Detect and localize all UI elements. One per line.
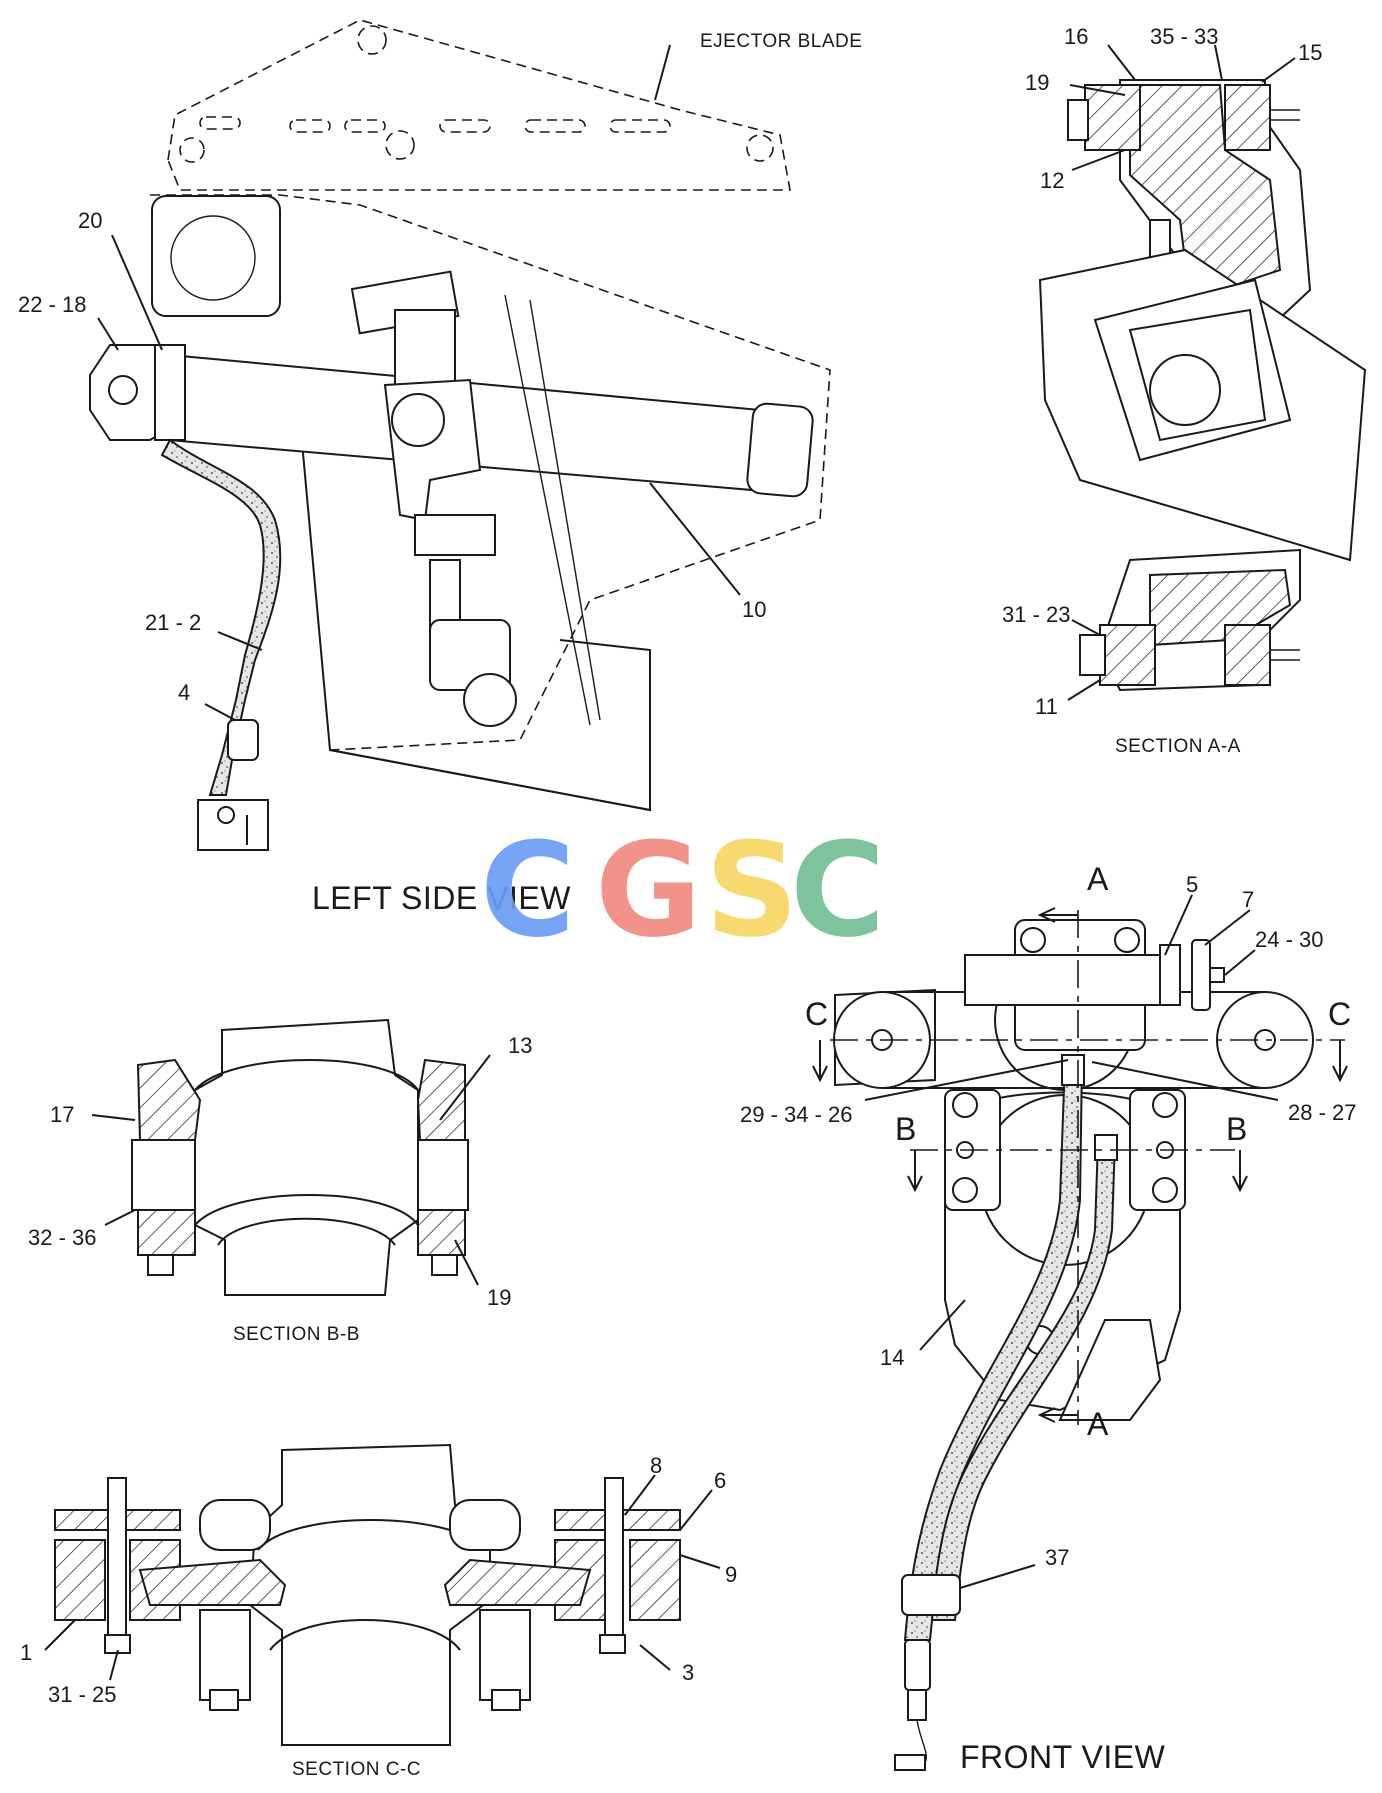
callout-6: 6 [714,1468,726,1493]
section-b-b: 13 17 32 - 36 19 SECTION B-B [28,1018,532,1345]
callout-37: 37 [1045,1545,1069,1570]
callout-32-36: 32 - 36 [28,1225,97,1250]
callout-22-18: 22 - 18 [18,292,87,317]
callout-8: 8 [650,1453,662,1478]
front-view: A A C C B B 5 7 24 - 30 29 - 34 - 26 28 … [740,861,1357,1775]
view-title-left-side: LEFT SIDE VIEW [312,880,571,916]
callout-10: 10 [742,597,766,622]
leader-9 [679,1554,721,1569]
section-arrow-b-left [907,1150,923,1193]
leader-16 [1107,44,1136,81]
callout-24-30: 24 - 30 [1255,927,1324,952]
frame-phantom [150,194,831,751]
section-mark-c-right: C [1328,996,1351,1032]
callout-19-section-b: 19 [487,1285,511,1310]
leader-10 [649,482,741,596]
section-mark-c-left: C [805,996,828,1032]
callout-19-section-a: 19 [1025,70,1049,95]
callout-17: 17 [50,1102,74,1127]
trunnion-assembly [350,270,601,727]
section-arrow-a-top [1037,907,1078,923]
view-title-section-b-b: SECTION B-B [233,1324,360,1345]
callout-14: 14 [880,1345,904,1370]
hose-clamp [227,719,259,761]
hose-bundle [160,438,282,796]
leader-ejector-blade [654,44,671,101]
hose-front-b [930,1139,1117,1621]
leader-5 [1164,894,1193,956]
callout-5: 5 [1186,872,1198,897]
leader-12 [1071,149,1126,171]
upper-block [151,195,281,317]
callout-31-25: 31 - 25 [48,1682,117,1707]
callout-12: 12 [1040,168,1064,193]
section-mark-a-bottom: A [1087,1406,1109,1442]
leader-3 [639,1644,671,1671]
leader-31-25 [109,1649,119,1681]
section-arrow-a-bottom [1037,1407,1078,1423]
ejector-blade-outline [167,19,791,191]
callout-16: 16 [1064,24,1088,49]
leader-28-27 [1091,1061,1279,1101]
watermark: C G S C [480,814,885,966]
section-arrow-c-left [812,1040,828,1083]
watermark-letter-4: C [790,814,885,966]
left-side-view: EJECTOR BLADE 20 22 - 18 21 - 2 4 10 LEF… [18,19,862,916]
view-title-front: FRONT VIEW [960,1739,1166,1775]
watermark-letter-3: S [705,814,799,966]
callout-7: 7 [1242,887,1254,912]
label-ejector-blade: EJECTOR BLADE [700,31,862,52]
section-c-c: 8 6 9 1 31 - 25 3 SECTION C-C [20,1443,737,1780]
leader-8 [624,1474,656,1516]
callout-15: 15 [1298,40,1322,65]
view-title-section-c-c: SECTION C-C [292,1759,421,1780]
callout-35-33: 35 - 33 [1150,24,1219,49]
section-mark-a-top: A [1087,861,1109,897]
callout-20: 20 [78,208,102,233]
callout-29-34-26: 29 - 34 - 26 [740,1102,853,1127]
callout-1: 1 [20,1640,32,1665]
frame-body [299,419,651,812]
callout-13: 13 [508,1033,532,1058]
leader-7 [1204,909,1251,946]
leader-20 [111,234,163,351]
section-mark-b-left: B [895,1111,916,1147]
leader-31-23 [1071,619,1101,636]
view-title-section-a-a: SECTION A-A [1115,736,1241,757]
leader-13 [439,1054,491,1121]
leader-6 [679,1489,713,1531]
callout-31-23: 31 - 23 [1002,602,1071,627]
hose-fitting [197,799,269,851]
leader-35-33 [1214,44,1223,81]
leader-32-36 [104,1209,136,1226]
callout-11: 11 [1035,694,1058,719]
leader-24-30 [1224,949,1256,976]
leader-17 [91,1114,136,1121]
callout-3: 3 [682,1660,694,1685]
section-arrow-b-right [1232,1150,1248,1193]
section-a-a: 16 35 - 33 15 19 12 31 - 23 11 SECTION A… [1002,24,1367,757]
watermark-letter-1: C [480,814,575,966]
leader-1 [44,1619,76,1651]
callout-28-27: 28 - 27 [1288,1100,1357,1125]
leader-19a [1069,84,1126,96]
callout-21-2: 21 - 2 [145,610,201,635]
leader-37 [959,1564,1036,1589]
hose-clamp-37 [901,1574,961,1616]
callout-4: 4 [178,680,190,705]
leader-22-18 [97,317,119,351]
leader-29-34-26 [864,1059,1069,1101]
leader-19b [454,1239,479,1286]
leader-21-2 [217,631,263,651]
callout-9: 9 [725,1562,737,1587]
leader-11 [1067,679,1101,701]
section-arrow-c-right [1332,1040,1348,1083]
leader-14 [919,1299,966,1351]
section-mark-b-right: B [1226,1111,1247,1147]
leader-4 [204,703,236,721]
leader-15 [1261,57,1296,83]
watermark-letter-2: G [595,814,702,966]
